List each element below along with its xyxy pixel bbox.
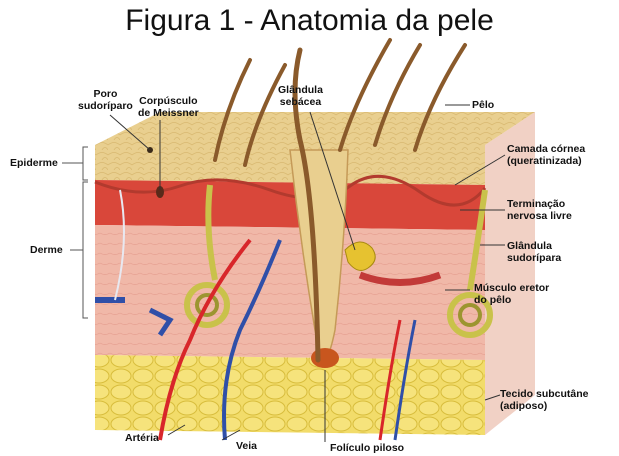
label-derme: Derme: [30, 244, 63, 256]
label-camada-cornea: Camada córnea(queratinizada): [507, 143, 585, 167]
dermis-upper-layer: [95, 180, 485, 230]
subcutaneous-layer: [95, 355, 485, 435]
label-pelo: Pêlo: [472, 99, 494, 111]
label-arteria: Artéria: [125, 432, 159, 444]
label-epiderme: Epiderme: [10, 157, 58, 169]
label-veia: Veia: [236, 440, 257, 452]
label-tecido: Tecido subcutâne(adiposo): [500, 388, 589, 412]
dermis-layer: [95, 225, 485, 360]
derme-bracket: [83, 182, 88, 318]
label-foliculo: Folículo piloso: [330, 442, 404, 454]
epiderme-bracket: [83, 147, 88, 180]
hair-bulb: [311, 348, 339, 368]
